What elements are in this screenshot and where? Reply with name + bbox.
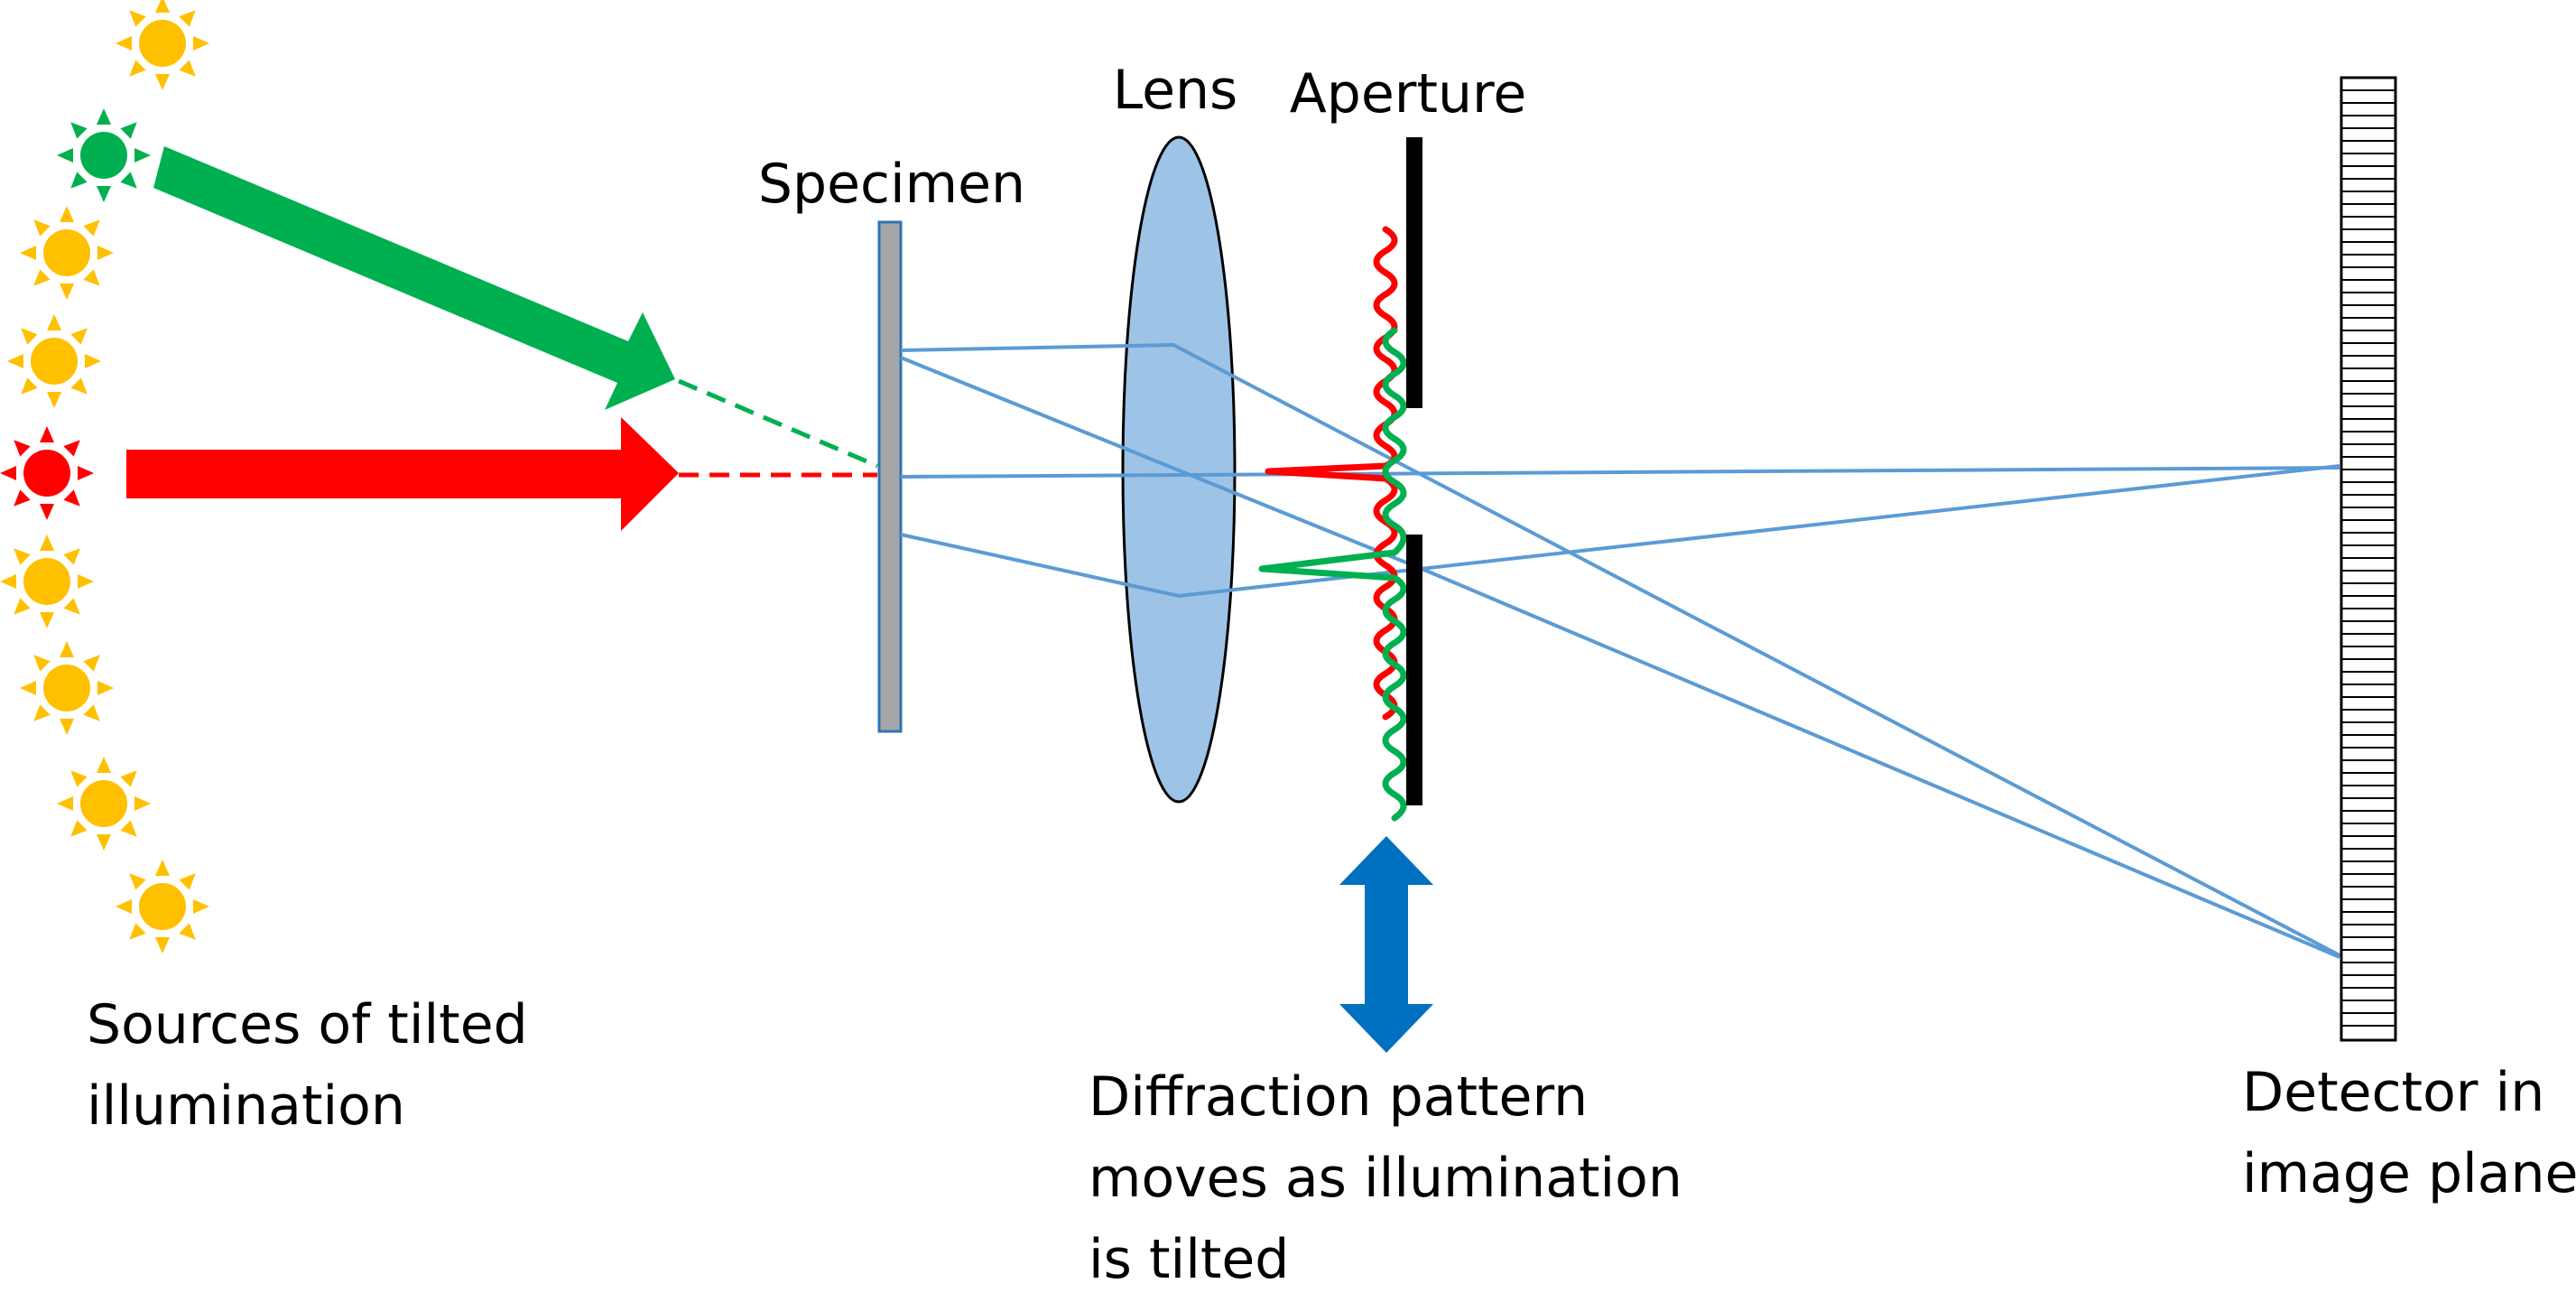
diffraction-label: Diffraction pattern moves as illuminatio… <box>1089 1065 1700 1291</box>
red-illumination-arrow <box>126 417 679 531</box>
ray-traces <box>900 342 2340 959</box>
ray-upper-cross <box>900 356 2340 959</box>
ray-lower <box>900 464 2340 599</box>
double-arrow-icon <box>1339 836 1433 1053</box>
sun-icon <box>0 535 94 628</box>
sun-icon <box>57 757 151 851</box>
aperture-upper-plate <box>1406 137 1422 408</box>
sun-icon <box>0 426 94 520</box>
diffraction-label-line-1: Diffraction pattern <box>1089 1065 1588 1129</box>
detector-label: Detector in image plane <box>2242 1061 2576 1205</box>
diffraction-label-line-3: is tilted <box>1089 1228 1289 1291</box>
specimen-label: Specimen <box>758 153 1025 216</box>
sun-icon <box>7 314 101 408</box>
ray-axial <box>900 466 2340 479</box>
green-diffraction-wave <box>1258 327 1407 822</box>
diffraction-label-line-2: moves as illumination <box>1089 1147 1682 1210</box>
red-diffraction-wave <box>1265 226 1398 721</box>
detector-label-line-2: image plane <box>2242 1142 2576 1205</box>
sources-label-line-2: illumination <box>87 1074 405 1138</box>
sun-icon <box>116 0 209 90</box>
green-beam-extension <box>678 378 878 469</box>
ray-upper <box>900 342 2340 957</box>
green-illumination-arrow <box>153 146 675 410</box>
aperture-lower-plate <box>1406 535 1422 805</box>
sun-icon <box>20 206 114 300</box>
detector <box>2340 76 2397 1042</box>
sun-icon <box>20 641 114 735</box>
detector-pixel-lines <box>2341 89 2395 1027</box>
specimen-slide <box>877 220 903 733</box>
sources-label: Sources of tilted illumination <box>87 993 545 1138</box>
sun-icon <box>57 108 151 202</box>
aperture-label: Aperture <box>1290 62 1527 126</box>
lens-label: Lens <box>1113 59 1238 122</box>
sources-label-line-1: Sources of tilted <box>87 993 528 1056</box>
detector-label-line-1: Detector in <box>2242 1061 2544 1124</box>
sun-icon <box>116 860 209 953</box>
